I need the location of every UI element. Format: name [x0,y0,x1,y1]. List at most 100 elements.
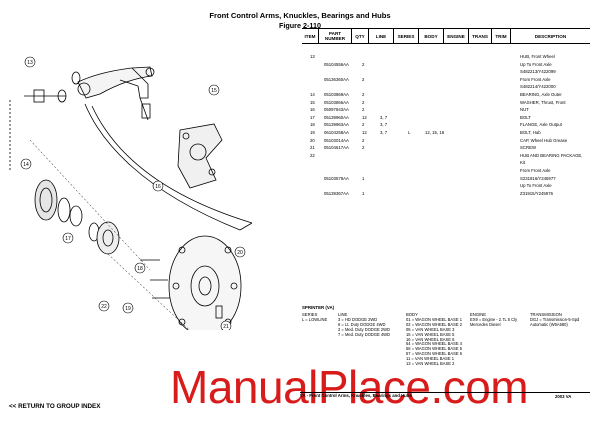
cell-qty: 12 [362,114,367,120]
cell-desc: SCREW [520,145,536,151]
cell-item: 14 [310,92,315,97]
col-description: DESCRIPTION [510,27,590,45]
cell-desc: FLANGE, Axle Output [520,122,562,128]
col-qty: QTY [351,27,369,45]
cell-desc: S482214/Y422000 [520,84,556,90]
callout-13: 13 [27,60,33,66]
cell-part: 05139963AA [324,122,349,128]
callout-15: 15 [211,88,217,94]
legend: SPRINTER (VA) SERIES L = LOWLINE LINE 3 … [302,305,592,384]
cell-part: 05104556AA [324,61,349,67]
legend-body: BODY 01 = WAGON WHEEL BASE 1 02 = WAGON … [406,312,463,367]
legend-series: SERIES L = LOWLINE [302,312,328,322]
cell-desc: S231916/Y245977 [520,175,556,181]
table-row: 17 05139960AA 12 3, 7 BOLT [302,115,590,121]
cell-part: 05097843AA [324,107,349,113]
cell-desc: Up To Front Axle [520,183,552,189]
cell-part: 05136360AA [324,76,349,82]
cell-qty: 2 [362,92,365,97]
cell-desc: HUB, Front Wheel [520,54,555,59]
cell-body: 12, 15, 16 [425,130,445,135]
cell-desc: Up To Front Axle [520,61,552,67]
cell-item: 13 [310,54,315,59]
cell-desc: BOLT [520,114,531,120]
footer-caption: VA - Front Control Arms, Knuckles, Beari… [300,393,412,398]
cell-desc: NUT [520,107,529,113]
col-series: SERIES [393,27,419,45]
cell-qty: 2 [362,145,365,151]
table-row: 22 HUB AND BEARING PACKAGE, [302,153,590,159]
cell-qty: 2 [362,61,365,67]
table-row: 05136360AA 2 From Front Axle [302,77,590,83]
cell-part: 05139367AA [324,190,349,196]
parts-table-header: ITEM PART NUMBER QTY LINE SERIES BODY EN… [302,27,590,45]
cell-desc: BEARING, Axle Outer [520,92,562,97]
legend-transmission: TRANSMISSION DGJ = Transmission-5-Spd Au… [530,312,580,327]
cell-item: 15 [310,99,315,105]
legend-line: LINE 3 = HD DODGE 2WD 6 = Lt. Duty DODGE… [338,312,390,337]
cell-item: 19 [310,130,315,135]
cell-desc: Kit [520,160,526,166]
cell-qty: 2 [362,99,365,105]
exploded-parts-diagram: 13 14 15 16 17 18 19 20 21 22 [9,56,253,330]
col-item: ITEM [302,27,319,45]
table-row: Up To Front Axle [302,183,590,189]
cell-qty: 2 [362,76,365,82]
cell-part: 05104617AA [324,145,349,151]
cell-item: 17 [310,114,315,120]
cell-line: 3, 7 [380,114,388,120]
table-row: From Front Axle [302,168,590,174]
cell-part: 05103579AA [324,175,349,181]
cell-part: 05103014AA [324,137,349,143]
cell-qty: 2 [362,122,365,128]
cell-part: 05139960AA [324,114,349,120]
cell-item: 21 [310,145,315,151]
cell-desc: WASHER, Thrust, Front [520,99,566,105]
cell-desc: S482213/Y422099 [520,69,556,75]
callout-16: 16 [155,184,161,190]
cell-desc: From Front Axle [520,168,551,173]
callout-17: 17 [65,236,71,242]
cell-desc: HUB AND BEARING PACKAGE, [520,152,583,158]
col-body: BODY [418,27,444,45]
cell-desc: BOLT, Hub [520,130,541,135]
page-title: Front Control Arms, Knuckles, Bearings a… [209,11,391,20]
legend-title: SPRINTER (VA) [302,305,335,310]
table-row: Kit [302,160,590,166]
footer-model-year: 2003 VA [555,394,572,399]
callout-20: 20 [237,250,243,256]
cell-qty: 12 [362,130,367,135]
cell-item: 22 [310,152,315,158]
callout-18: 18 [137,266,143,272]
cell-desc: From Front Axle [520,76,551,82]
table-row: 13 HUB, Front Wheel [302,54,590,60]
table-row: 05104556AA 2 Up To Front Axle [302,62,590,68]
col-trans: TRANS [468,27,492,45]
callout-14: 14 [23,162,29,168]
legend-engine: ENGINE EX9 = Engine - 2.7L 5 Cly Mercede… [470,312,518,327]
cell-line: 3, 7 [380,130,388,135]
cell-item: 18 [310,122,315,128]
table-row: 20 05103014AA 2 CAP, Wheel Hub Grease [302,138,590,144]
footer-divider [300,392,590,393]
cell-part: 06104258AA [324,130,349,135]
cell-line: 3, 7 [380,122,388,128]
cell-desc: CAP, Wheel Hub Grease [520,137,568,143]
watermark-logo: ManualPlace.com [170,361,529,413]
return-to-group-index-link[interactable]: << RETURN TO GROUP INDEX [9,403,101,410]
table-row: 21 05104617AA 2 SCREW [302,145,590,151]
callout-21: 21 [223,324,229,330]
cell-item: 20 [310,137,315,143]
cell-qty: 2 [362,137,365,143]
table-row: S482214/Y422000 [302,84,590,90]
cell-qty: 2 [362,107,365,113]
col-part-number: PART NUMBER [318,27,352,45]
table-row: S482213/Y422099 [302,69,590,75]
callout-19: 19 [125,306,131,312]
